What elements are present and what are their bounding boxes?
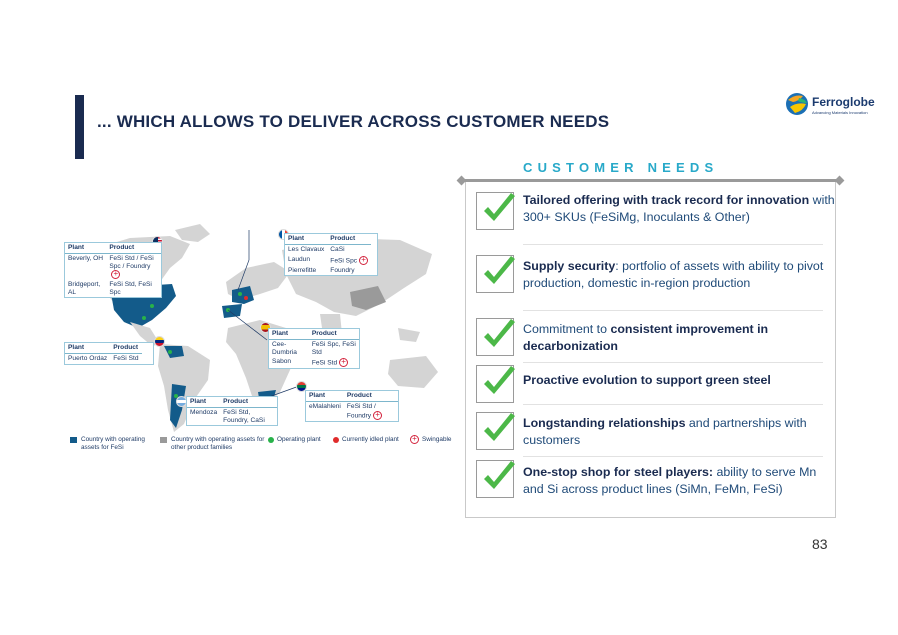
callout-header-product: Product — [106, 243, 161, 254]
plant-product: FeSi Std, Foundry, CaSi — [223, 409, 265, 424]
plant-name: Beverly, OH — [68, 255, 104, 262]
checkbox-check-icon — [476, 318, 515, 356]
plant-name: Sabon — [272, 358, 292, 365]
callout-header-product: Product — [343, 391, 398, 402]
swingable-icon: + — [373, 410, 383, 420]
need-divider — [523, 404, 823, 405]
legend-operating-label: Operating plant — [277, 436, 321, 443]
plant-name: Pierrefitte — [288, 266, 317, 274]
swingable-icon: + — [359, 255, 369, 265]
needs-panel-top-rule — [461, 179, 840, 182]
checkbox-check-icon — [476, 365, 515, 403]
checkbox-check-icon — [476, 192, 515, 230]
legend-fesi-label: Country with operating assets for FeSi — [81, 436, 145, 451]
need-text: One-stop shop for steel players: ability… — [523, 465, 817, 496]
need-divider — [523, 310, 823, 311]
callout-header-plant: Plant — [269, 329, 309, 340]
spain-flag-icon — [260, 322, 271, 333]
legend-idled-label: Currently idled plant — [342, 436, 399, 443]
plant-product: Foundry — [330, 266, 355, 274]
plant-name: Cee-Dumbria — [272, 341, 297, 356]
company-logo: Ferroglobe Advancing Materials Innovatio… — [785, 92, 885, 122]
plant-name: Bridgeport, AL — [68, 281, 101, 296]
plant-name: eMalahleni — [309, 403, 341, 410]
plant-name: Les Clavaux — [288, 246, 325, 253]
plant-product: FeSi Spc, FeSi Std — [311, 341, 356, 356]
legend-other-label: Country with operating assets for other … — [171, 436, 265, 451]
need-text: Supply security: portfolio of assets wit… — [523, 259, 824, 290]
checkbox-check-icon — [476, 412, 515, 450]
plant-product: CaSi — [330, 246, 345, 253]
need-divider — [523, 362, 823, 363]
plant-product: FeSi Std / FeSi Spc / Foundry — [109, 255, 154, 270]
need-text: Commitment to consistent improvement in … — [523, 322, 769, 353]
legend-other-swatch — [160, 437, 167, 443]
legend-operating-plant: Operating plant — [268, 436, 338, 444]
logo-globe-icon — [786, 93, 808, 115]
swingable-icon: + — [111, 270, 121, 279]
title-accent-bar — [75, 95, 84, 159]
need-text: Tailored offering with track record for … — [523, 193, 835, 224]
plant-name: Mendoza — [190, 409, 218, 416]
need-text: Proactive evolution to support green ste… — [523, 373, 771, 387]
logo-tagline: Advancing Materials Innovation — [812, 110, 868, 115]
plant-product: FeSi Std — [113, 355, 139, 362]
legend-fesi-swatch — [70, 437, 77, 443]
customer-needs-heading: CUSTOMER NEEDS — [523, 160, 719, 175]
callout-header-product: Product — [308, 329, 359, 340]
callout-header-plant: Plant — [187, 397, 221, 408]
checkbox-check-icon — [476, 255, 515, 293]
legend-other-country: Country with operating assets for other … — [160, 436, 268, 451]
need-divider — [523, 244, 823, 245]
plant-product: FeSi Std, FeSi Spc — [109, 281, 152, 296]
operating-plant-dot-icon — [268, 437, 274, 443]
callout-header-plant: Plant — [65, 343, 111, 354]
callout-header-product: Product — [220, 397, 277, 408]
callout-header-plant: Plant — [306, 391, 344, 402]
legend-swingable-label: Swingable — [422, 436, 452, 443]
logo-name: Ferroglobe — [812, 95, 875, 109]
legend-fesi-country: Country with operating assets for FeSi — [70, 436, 155, 451]
swingable-icon: + — [339, 358, 349, 367]
callout-header-product: Product — [327, 234, 372, 245]
legend-idled-plant: Currently idled plant — [333, 436, 408, 444]
idled-plant-dot-icon — [333, 437, 339, 443]
need-text: Longstanding relationships and partnersh… — [523, 416, 807, 447]
legend-swingable: + Swingable — [410, 435, 460, 444]
callout-header-product: Product — [110, 343, 142, 354]
page-title: ... WHICH ALLOWS TO DELIVER ACROSS CUSTO… — [97, 112, 610, 131]
plant-product: FeSi Std — [311, 359, 338, 367]
plant-name: Laudun — [288, 255, 311, 263]
swingable-icon: + — [410, 435, 419, 444]
callout-header-plant: Plant — [65, 243, 107, 254]
south-africa-flag-icon — [296, 381, 307, 392]
checkbox-check-icon — [476, 460, 515, 498]
callout-header-plant: Plant — [285, 234, 328, 245]
plant-product: FeSi Std / Foundry — [346, 403, 376, 419]
need-divider — [523, 456, 823, 457]
venezuela-flag-icon — [154, 336, 165, 347]
plant-name: Puerto Ordaz — [68, 355, 108, 362]
page-number: 83 — [812, 536, 828, 552]
plant-product: FeSi Spc — [330, 256, 358, 264]
